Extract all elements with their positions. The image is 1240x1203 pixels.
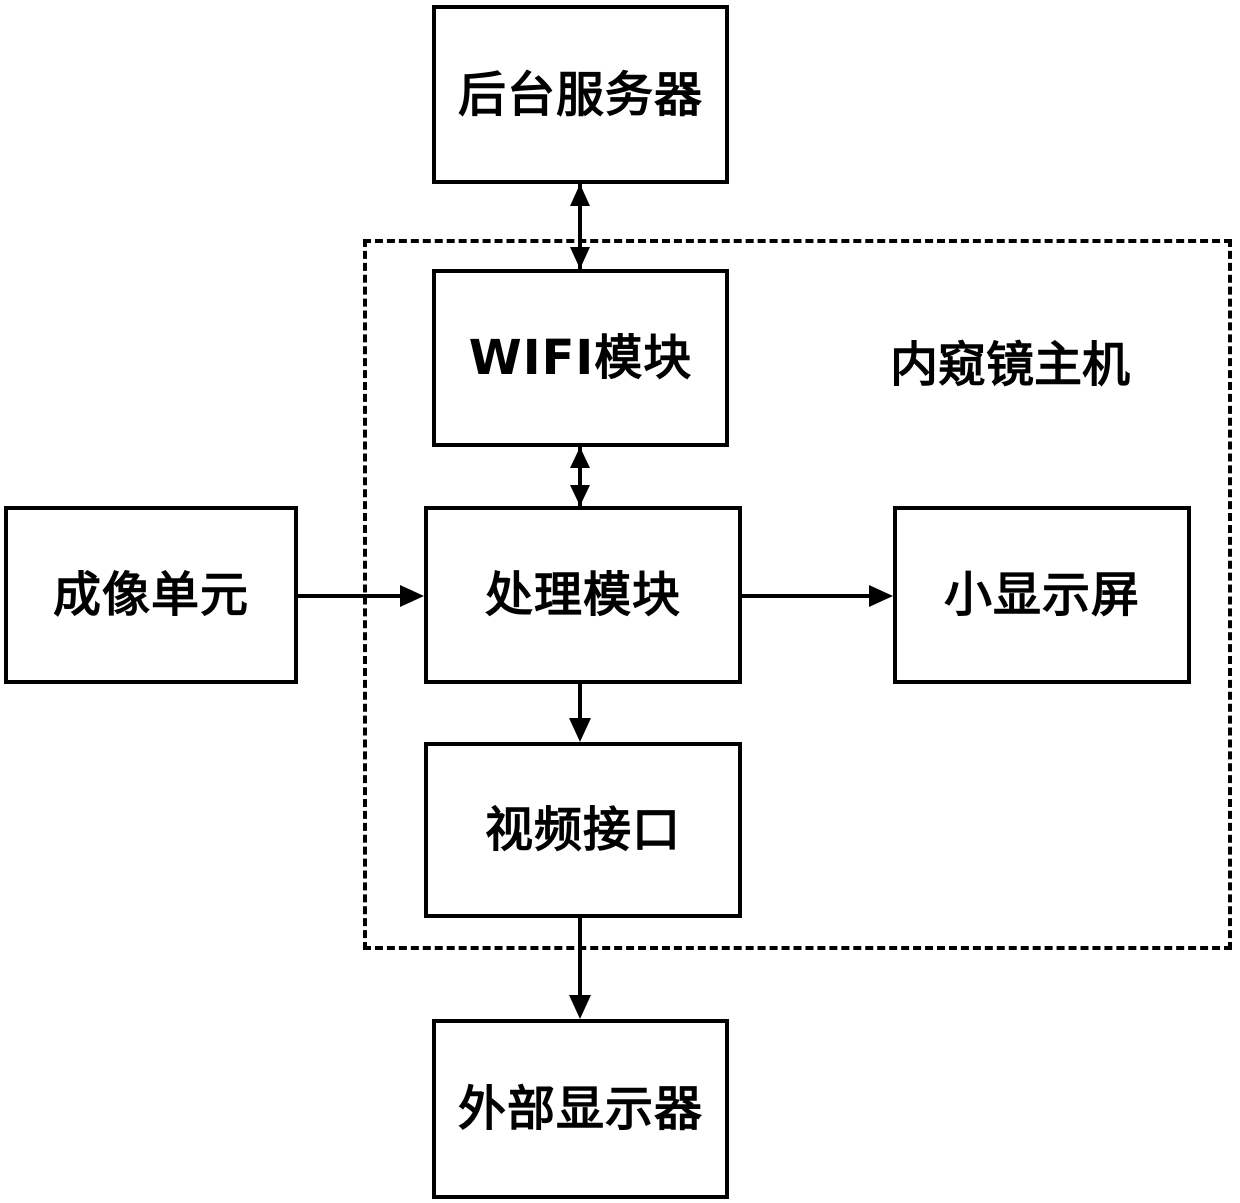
processing-module-label: 处理模块: [485, 565, 681, 625]
arrow-up-server: [570, 184, 590, 206]
external-display-node: 外部显示器: [432, 1019, 729, 1199]
processing-module-node: 处理模块: [424, 506, 742, 684]
server-node: 后台服务器: [432, 5, 729, 184]
small-display-node: 小显示屏: [893, 506, 1191, 684]
external-display-label: 外部显示器: [458, 1079, 703, 1139]
arrow-down-processing: [570, 485, 590, 506]
imaging-unit-label: 成像单元: [53, 565, 249, 625]
arrow-right-processing: [400, 585, 424, 607]
wifi-module-node: WIFI模块: [432, 269, 729, 447]
arrow-down-video: [569, 718, 591, 742]
video-interface-label: 视频接口: [485, 800, 681, 860]
arrow-down-wifi: [570, 247, 590, 269]
server-label: 后台服务器: [458, 65, 703, 125]
video-interface-node: 视频接口: [424, 742, 742, 918]
arrow-right-small-display: [869, 585, 893, 607]
imaging-unit-node: 成像单元: [4, 506, 298, 684]
small-display-label: 小显示屏: [944, 565, 1140, 625]
arrow-down-external: [569, 995, 591, 1019]
wifi-module-label: WIFI模块: [469, 328, 692, 388]
arrow-up-wifi: [570, 447, 590, 468]
